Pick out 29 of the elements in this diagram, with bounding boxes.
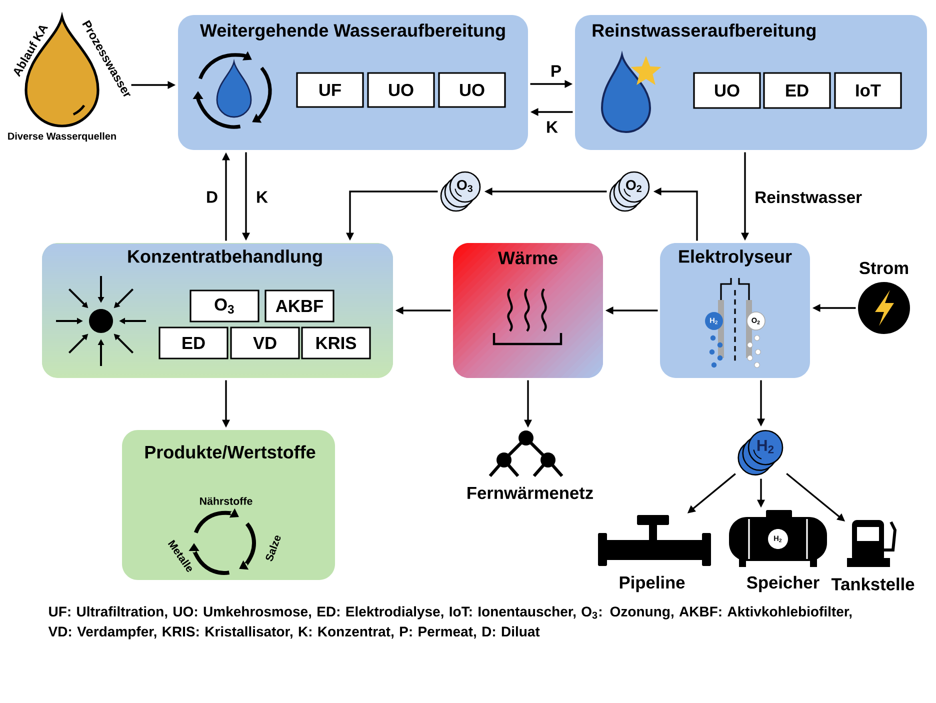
unit-box: ED [763,72,831,109]
node-label: Speicher [746,576,820,592]
edge-label: Reinstwasser [753,190,864,204]
unit-box: O$_{3}$ [190,290,260,322]
unit-box: UF [296,72,364,108]
edge-label: D [204,190,220,204]
edge-label: K [544,120,560,134]
node-label: Pipeline [620,576,685,592]
unit-box: UO [438,72,506,108]
footnote: UF: Ultrafiltration, UO: Umkehrosmose, ED: Elektrodialyse, IoT: Ionentauscher, O$_{3}$: Ozonung, AKBF: Aktivkohlebiofilter, VD: Verdampfer, KRIS: Kristallisator, K: Konzentrat, P: Permeat, D: Diluat [48,606,852,640]
cycle-label: Salze [266,536,281,562]
cycle-label: Nährstoffe [200,497,252,505]
unit-box: UO [367,72,435,108]
node-label: Fernwärmenetz [468,486,593,500]
stacked-disks: O$_{3}$ [440,171,481,212]
node-label: Strom [859,262,908,274]
unit-box: VD [230,326,300,360]
unit-box: IoT [834,72,902,109]
node-label: Tankstelle [831,578,914,590]
unit-box: UO [693,72,761,109]
process-box: Wärme [453,243,603,378]
unit-box: KRIS [301,326,371,360]
edge-label: P [549,64,563,78]
stacked-disks: H$_{2}$ [738,430,784,476]
source-label: Diverse Wasserquellen [8,132,116,142]
unit-box: AKBF [264,290,334,322]
edge-label: K [254,190,270,204]
stacked-disks: O$_{2}$ [609,171,650,212]
unit-box: ED [158,326,228,360]
